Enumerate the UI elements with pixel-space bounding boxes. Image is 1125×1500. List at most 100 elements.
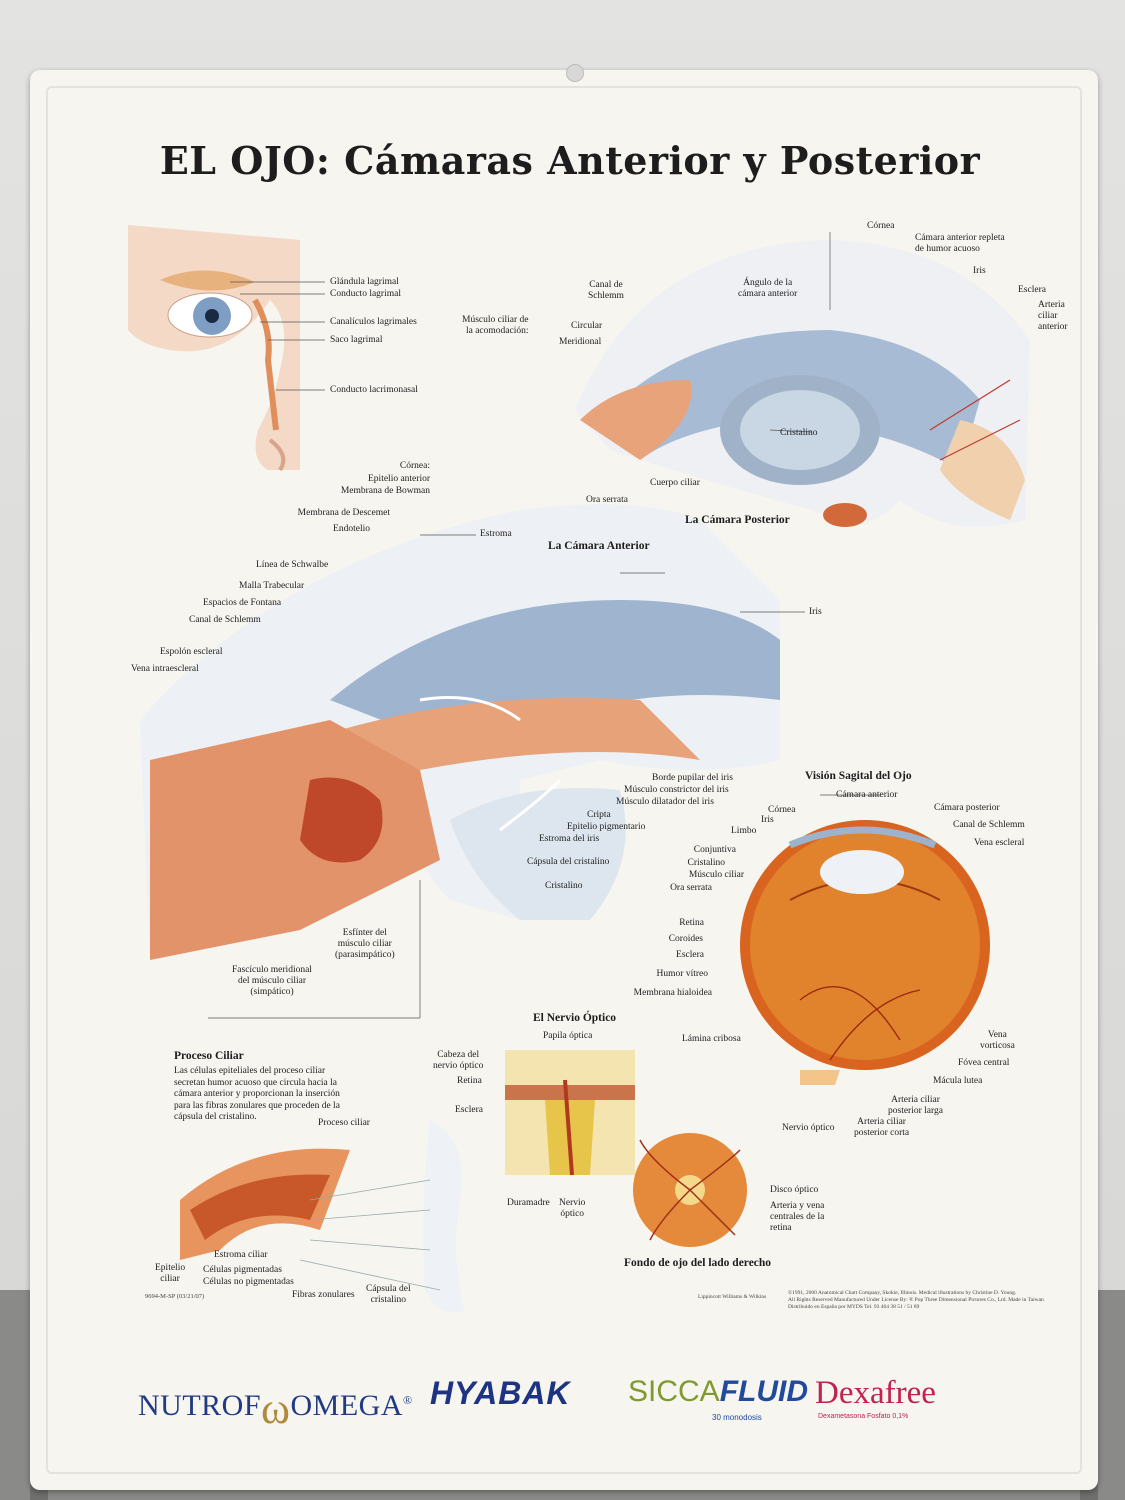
label-ant-fontana: Espacios de Fontana	[203, 598, 282, 608]
logo-nutrof-omega: NUTROFωOMEGA®	[138, 1375, 413, 1433]
label-ant-cristalino: Cristalino	[545, 881, 583, 891]
label-ant-malla: Malla Trabecular	[239, 581, 305, 591]
label-sag-esclera: Esclera	[676, 950, 704, 960]
label-post-ora-serrata: Ora serrata	[586, 495, 628, 505]
label-ant-constrictor: Músculo constrictor del iris	[624, 785, 729, 795]
label-nerv-duramadre: Duramadre	[507, 1198, 550, 1208]
label-ant-schwalbe: Línea de Schwalbe	[256, 560, 329, 570]
label-post-cuerpo-ciliar: Cuerpo ciliar	[650, 478, 700, 488]
label-ant-borde: Borde pupilar del iris	[652, 773, 733, 783]
label-sag-membrana: Membrana hialoidea	[633, 988, 712, 998]
label-canaliculos-lagrimales: Canalículos lagrimales	[330, 317, 417, 327]
label-post-canal: Canal de Schlemm	[588, 280, 624, 301]
label-ant-espolon: Espolón escleral	[160, 647, 223, 657]
logo-dexafree: Dexafree	[815, 1375, 936, 1411]
label-pro-capsula: Cápsula del cristalino	[366, 1284, 411, 1305]
label-ant-epitelio: Epitelio anterior	[368, 474, 430, 484]
label-ant-endotelio: Endotelio	[333, 524, 370, 534]
label-nerv-esclera: Esclera	[455, 1105, 483, 1115]
logo-nutrof-omega-symbol: ω	[261, 1384, 291, 1433]
lacrimal-illustration	[128, 225, 300, 472]
label-ant-esfinter: Esfínter del músculo ciliar (parasimpáti…	[335, 928, 395, 960]
heading-camara-anterior: La Cámara Anterior	[548, 540, 650, 552]
label-sag-cornea: Córnea	[768, 805, 796, 815]
label-post-cornea: Córnea	[867, 221, 895, 231]
label-sag-macula: Mácula lutea	[933, 1076, 983, 1086]
label-nerv-nervio: Nervio óptico	[559, 1198, 586, 1219]
label-sag-vena-escleral: Vena escleral	[974, 838, 1025, 848]
label-nerv-cabeza: Cabeza del nervio óptico	[433, 1050, 484, 1071]
label-ant-vena: Vena intraescleral	[131, 664, 199, 674]
label-post-circular: Circular	[571, 321, 603, 331]
logo-sicca-sub: 30 monodosis	[712, 1413, 762, 1422]
label-post-arteria: Arteria ciliar anterior	[1038, 300, 1068, 332]
label-post-meridional: Meridional	[559, 337, 602, 347]
label-sag-retina: Retina	[679, 918, 704, 928]
label-ant-estroma: Estroma	[480, 529, 512, 539]
label-pro-epitelio: Epitelio ciliar	[155, 1263, 186, 1284]
optic-nerve-illustration	[505, 1050, 635, 1176]
heading-proceso-ciliar: Proceso Ciliar	[174, 1050, 244, 1062]
label-ant-schlemm: Canal de Schlemm	[189, 615, 261, 625]
footer-code: 9694-M-SP (03/21/07)	[145, 1293, 205, 1300]
label-sag-arteria-larga: Arteria ciliar posterior larga	[888, 1095, 943, 1116]
label-sag-cristalino: Cristalino	[687, 858, 725, 868]
label-sag-arteria-corta: Arteria ciliar posterior corta	[854, 1117, 910, 1138]
label-ant-bowman: Membrana de Bowman	[340, 486, 430, 496]
logo-nutrof-text-a: NUTROF	[138, 1389, 262, 1422]
label-ant-iris: Iris	[809, 607, 822, 617]
logo-nutrof-registered: ®	[402, 1393, 413, 1407]
anterior-chamber-illustration	[140, 504, 780, 960]
label-post-iris: Iris	[973, 266, 986, 276]
heading-fondo-ojo: Fondo de ojo del lado derecho	[624, 1257, 772, 1269]
heading-vision-sagital: Visión Sagital del Ojo	[805, 770, 912, 782]
posterior-chamber-illustration	[575, 240, 1030, 527]
label-ant-cripta: Cripta	[587, 810, 611, 820]
proceso-ciliar-text: Las células epiteliales del proceso cili…	[174, 1066, 340, 1122]
label-fondo-disco: Disco óptico	[770, 1185, 819, 1195]
label-sag-musculo: Músculo ciliar	[688, 870, 744, 880]
logo-siccafluid: SICCAFLUID	[628, 1375, 808, 1409]
label-ant-cornea: Córnea:	[399, 461, 430, 471]
label-pro-fibras: Fibras zonulares	[292, 1290, 355, 1300]
label-ant-capsula: Cápsula del cristalino	[527, 857, 610, 867]
label-ant-descemet: Membrana de Descemet	[297, 508, 390, 518]
poster-frame	[46, 86, 1082, 1474]
label-fondo-arteria: Arteria y vena centrales de la retina	[770, 1201, 825, 1233]
heading-camara-posterior: La Cámara Posterior	[685, 514, 790, 526]
label-sag-canal: Canal de Schlemm	[953, 820, 1025, 830]
label-saco-lagrimal: Saco lagrimal	[330, 335, 383, 345]
leader-lines	[208, 232, 880, 1019]
label-sag-limbo: Limbo	[731, 826, 757, 836]
label-sag-nervio: Nervio óptico	[782, 1123, 835, 1133]
logo-nutrof-text-b: OMEGA	[290, 1389, 403, 1422]
label-post-camara-anterior: Cámara anterior repleta de humor acuoso	[915, 233, 1005, 254]
label-conducto-lagrimal: Conducto lagrimal	[330, 289, 401, 299]
poster-title: EL OJO: Cámaras Anterior y Posterior	[159, 138, 981, 183]
label-glandula-lagrimal: Glándula lagrimal	[330, 277, 399, 287]
label-pro-proceso: Proceso ciliar	[318, 1118, 370, 1128]
label-conducto-lacrimonasal: Conducto lacrimonasal	[330, 385, 418, 395]
label-post-musculo: Músculo ciliar de la acomodación:	[462, 315, 529, 336]
label-pro-nopig: Células no pigmentadas	[203, 1277, 294, 1287]
label-ant-estroma-iris: Estroma del iris	[539, 834, 600, 844]
footer-publisher: Lippincott Williams & Wilkins	[698, 1294, 767, 1300]
label-nerv-papila: Papila óptica	[543, 1031, 593, 1041]
footer-copyright: ©1991, 2000 Anatomical Chart Company, Sk…	[788, 1290, 1044, 1310]
label-pro-pig: Células pigmentadas	[203, 1265, 282, 1275]
logo-dexa-sub: Dexametasona Fosfato 0,1%	[818, 1413, 909, 1420]
label-sag-ora: Ora serrata	[670, 883, 712, 893]
ciliary-process-illustration	[180, 1120, 465, 1313]
label-nerv-lamina: Lámina cribosa	[682, 1034, 741, 1044]
label-post-esclera: Esclera	[1018, 285, 1046, 295]
hanging-hole	[566, 64, 584, 82]
label-sag-humor: Humor vítreo	[656, 969, 708, 979]
label-sag-conjuntiva: Conjuntiva	[693, 845, 736, 855]
label-sag-fovea: Fóvea central	[958, 1058, 1010, 1068]
logo-sicca-text-b: FLUID	[719, 1375, 809, 1408]
label-post-cristalino: Cristalino	[780, 428, 818, 438]
label-ant-fasciculo: Fascículo meridional del músculo ciliar …	[232, 965, 312, 997]
label-post-angulo: Ángulo de la cámara anterior	[738, 278, 798, 299]
label-nerv-retina: Retina	[457, 1076, 482, 1086]
